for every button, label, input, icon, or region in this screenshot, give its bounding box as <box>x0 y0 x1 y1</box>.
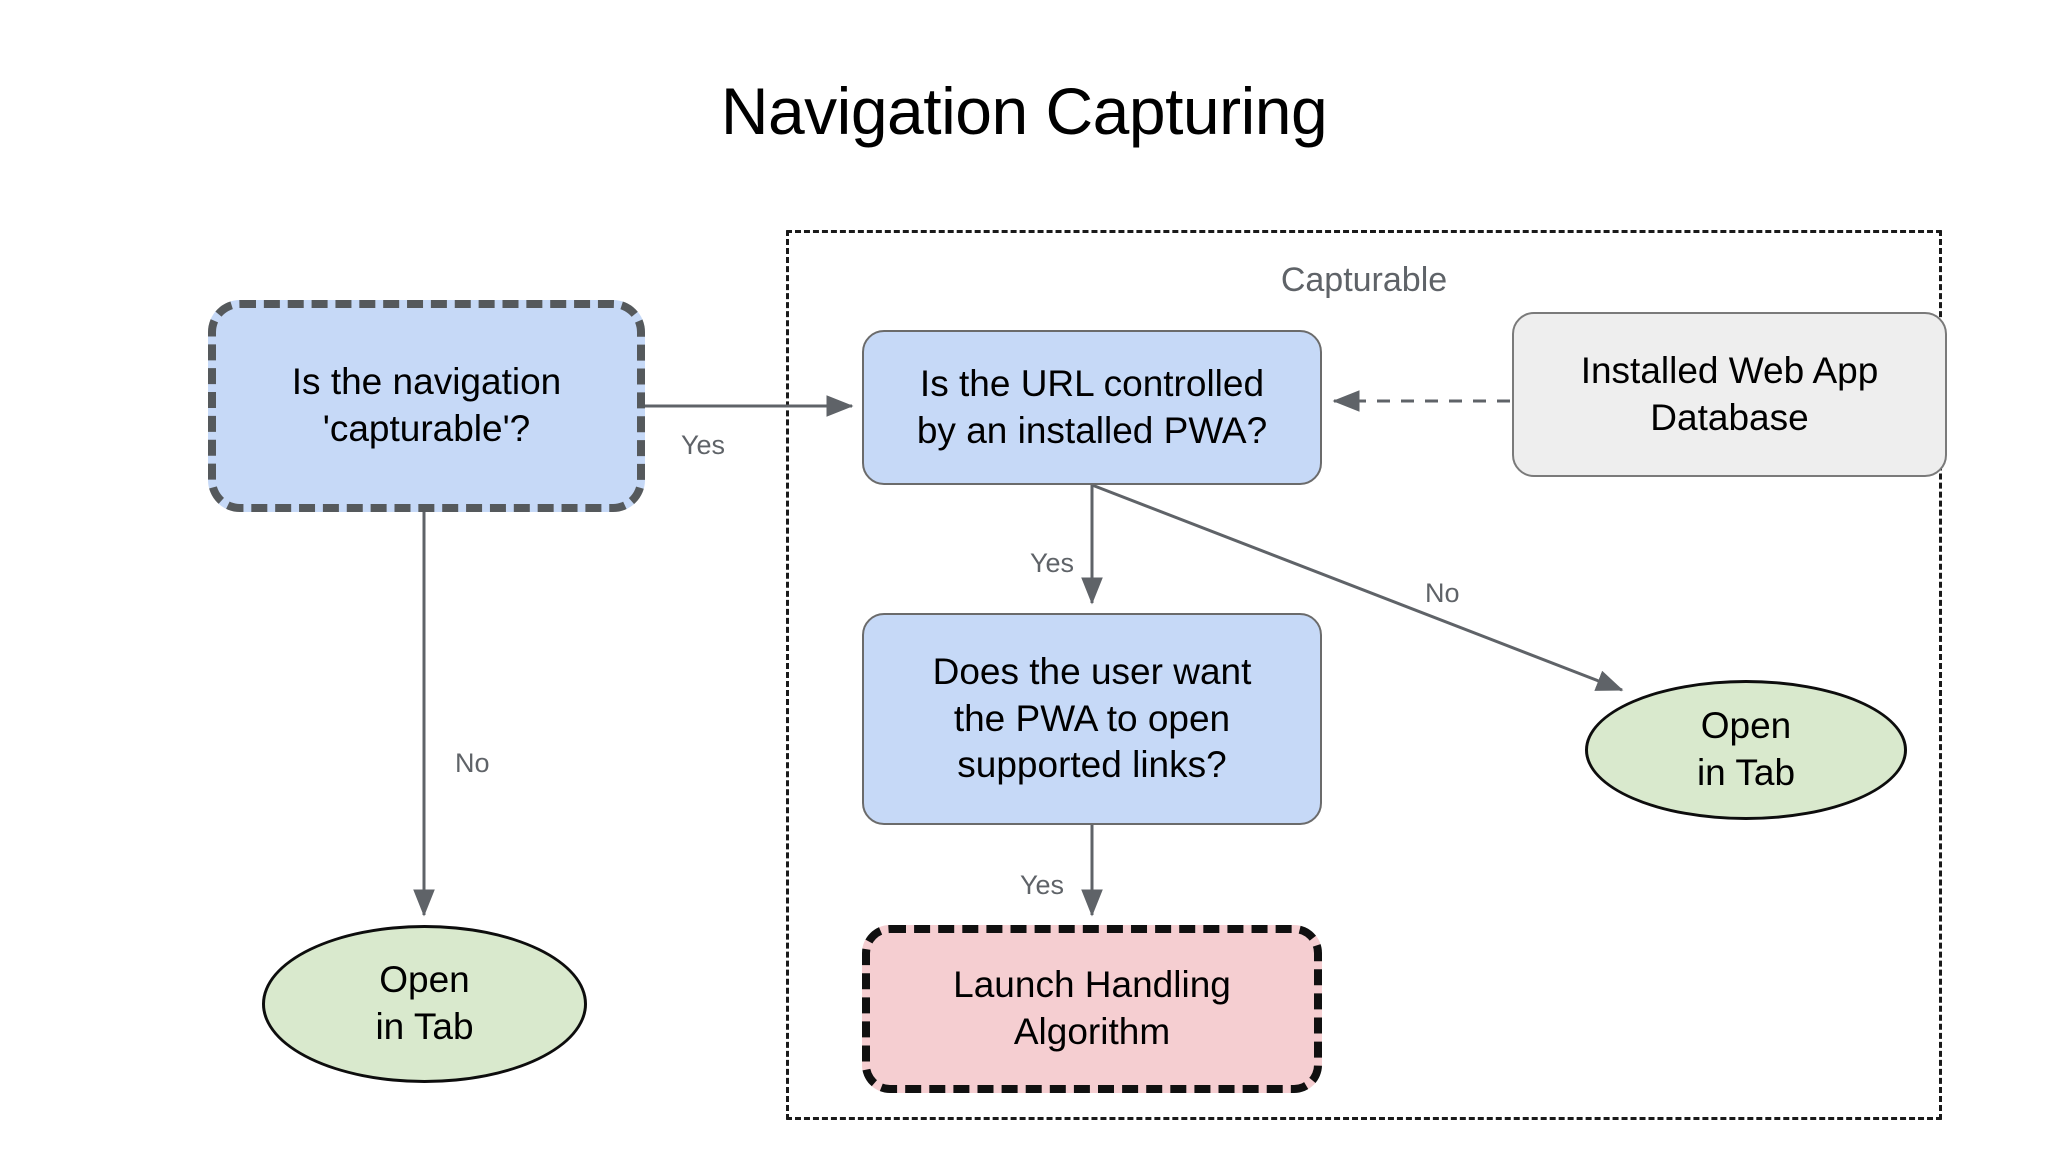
page-title: Navigation Capturing <box>720 74 1328 148</box>
terminal-node-open-in-tab-right[interactable]: Open in Tab <box>1585 680 1907 820</box>
edge-label-user-want-yes: Yes <box>1020 870 1065 900</box>
edge-label-capturable-yes: Yes <box>681 430 726 460</box>
decision-node-does-user-want-pwa-open-links[interactable]: Does the user want the PWA to open suppo… <box>862 613 1322 825</box>
datastore-node-installed-web-app-database[interactable]: Installed Web App Database <box>1512 312 1947 477</box>
edge-label-capturable-no: No <box>455 748 490 778</box>
edge-label-url-pwa-yes: Yes <box>1030 548 1075 578</box>
edge-label-url-pwa-no: No <box>1425 578 1460 608</box>
capturable-group-label: Capturable <box>1280 261 1448 299</box>
process-node-launch-handling-algorithm[interactable]: Launch Handling Algorithm <box>862 925 1322 1093</box>
decision-node-is-navigation-capturable[interactable]: Is the navigation 'capturable'? <box>208 300 645 512</box>
decision-node-is-url-controlled-by-pwa[interactable]: Is the URL controlled by an installed PW… <box>862 330 1322 485</box>
terminal-node-open-in-tab-left[interactable]: Open in Tab <box>262 925 587 1083</box>
capturable-group-container <box>786 230 1942 1120</box>
